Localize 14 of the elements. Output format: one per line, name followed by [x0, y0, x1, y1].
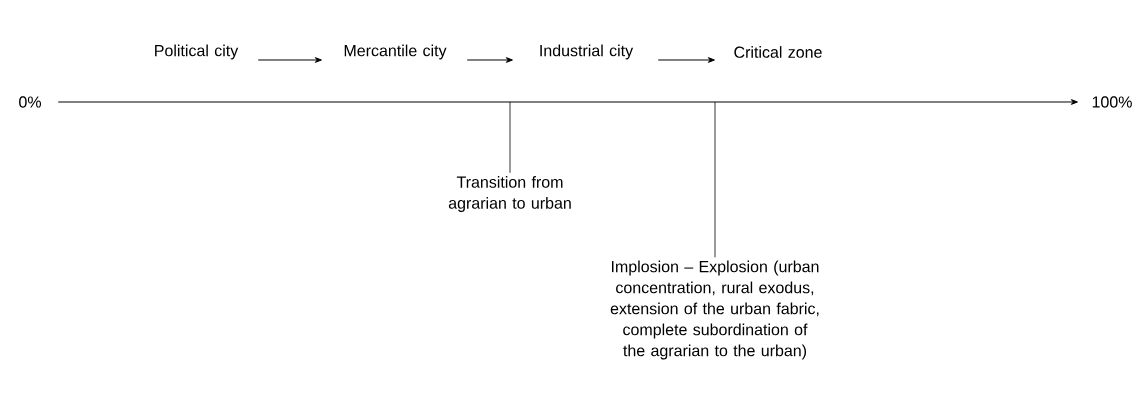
axis-arrow	[57, 99, 1078, 105]
stage-label: Political city	[155, 44, 239, 60]
arrow	[257, 57, 322, 63]
axis-end-label: 100%	[1092, 96, 1132, 108]
leader-line	[714, 101, 716, 258]
leader-line	[509, 101, 511, 174]
stage-label: Mercantile city	[344, 44, 447, 60]
annotation-text: Transition from agrarian to urban	[448, 176, 571, 212]
arrow	[657, 57, 715, 63]
annotation-text: Implosion – Explosion (urban concentration, rural exodus, extension of the urban fabric, complete subordination of the agrarian to the urban)	[610, 260, 819, 360]
arrow	[466, 57, 513, 63]
axis-end-label: 0%	[19, 96, 41, 108]
stage-label: Critical zone	[734, 46, 822, 58]
stage-label: Industrial city	[540, 44, 634, 60]
